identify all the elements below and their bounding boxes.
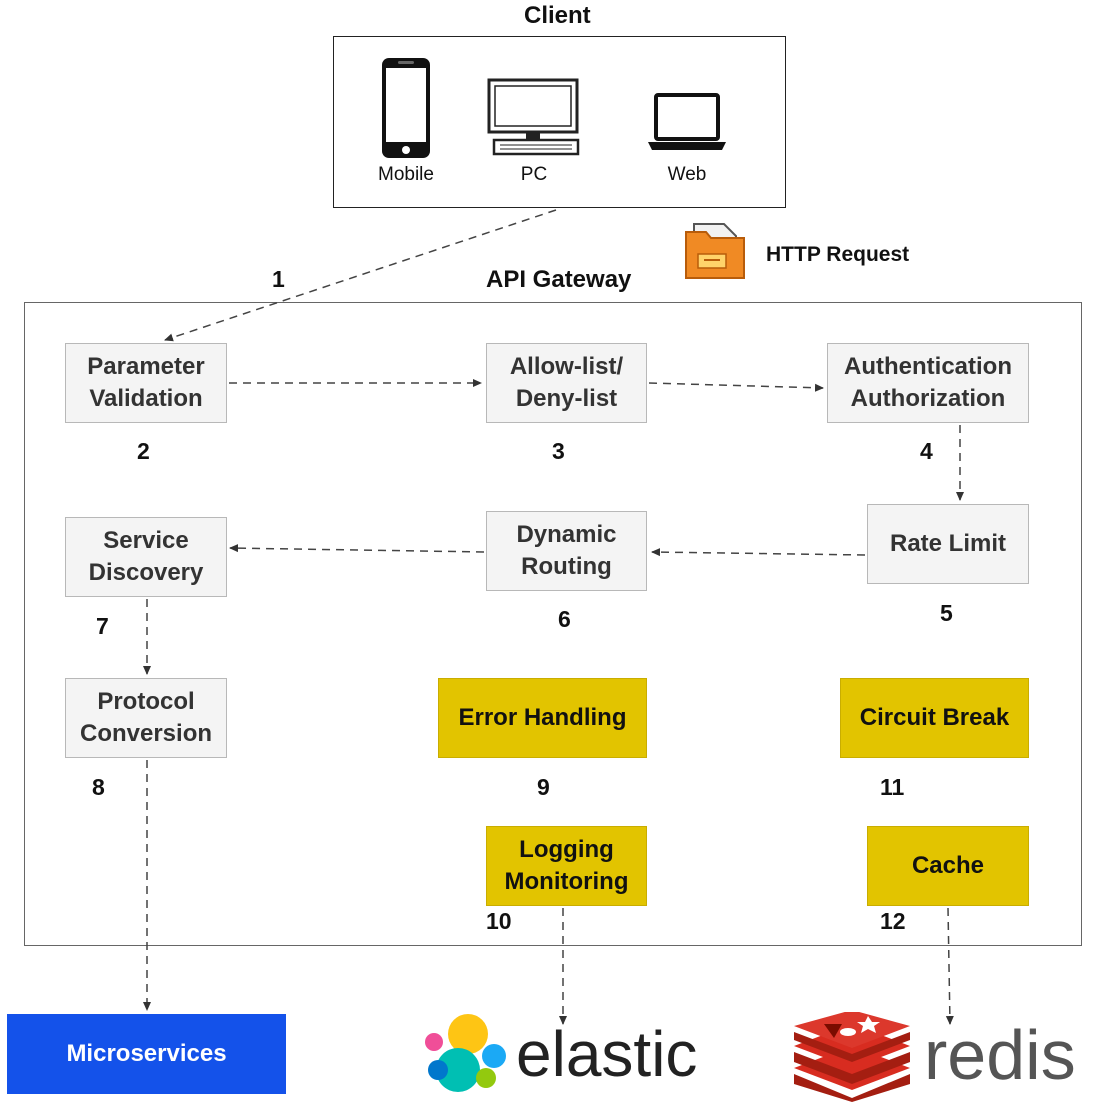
- arrow-allowlist-to-auth: [648, 382, 824, 392]
- arrow-routing-to-discovery: [229, 544, 485, 553]
- step-number-12: 12: [880, 908, 906, 934]
- dynamic-routing-node: Dynamic Routing: [486, 511, 647, 591]
- step-number-9: 9: [537, 774, 550, 800]
- parameter-validation-node: Parameter Validation: [65, 343, 227, 423]
- desktop-pc-icon: [487, 78, 580, 156]
- step-number-11: 11: [880, 774, 905, 800]
- rate-limit-node: Rate Limit: [867, 504, 1029, 584]
- step-number-4: 4: [920, 438, 933, 464]
- mobile-phone-icon: [382, 58, 430, 158]
- step-number-3: 3: [552, 438, 565, 464]
- http-request-label: HTTP Request: [766, 243, 910, 266]
- microservices-box: Microservices: [7, 1014, 286, 1094]
- gateway-title: API Gateway: [486, 266, 632, 293]
- step-number-8: 8: [92, 774, 105, 800]
- logging-monitoring-node: Logging Monitoring: [486, 826, 647, 906]
- step-number-10: 10: [486, 908, 512, 934]
- laptop-icon: [648, 93, 726, 150]
- arrow-ratelimit-to-routing: [651, 548, 866, 557]
- authentication-authorization-node: Authentication Authorization: [827, 343, 1029, 423]
- step-number-1: 1: [272, 266, 285, 292]
- circuit-break-node: Circuit Break: [840, 678, 1029, 758]
- protocol-conversion-node: Protocol Conversion: [65, 678, 227, 758]
- step-number-2: 2: [137, 438, 150, 464]
- arrow-cache-to-redis: [945, 907, 954, 1025]
- folder-document-icon: [685, 223, 745, 279]
- step-number-7: 7: [96, 613, 109, 639]
- allow-deny-list-node: Allow-list/ Deny-list: [486, 343, 647, 423]
- redis-wordmark: redis: [924, 1016, 1076, 1094]
- arrow-client-to-validation: [164, 209, 557, 342]
- device-label-pc: PC: [520, 164, 548, 185]
- client-title: Client: [524, 2, 591, 29]
- service-discovery-node: Service Discovery: [65, 517, 227, 597]
- elastic-wordmark: elastic: [516, 1018, 698, 1090]
- elastic-logo-icon: [425, 1014, 506, 1092]
- device-label-web: Web: [667, 164, 707, 185]
- cache-node: Cache: [867, 826, 1029, 906]
- redis-logo-icon: [794, 1012, 910, 1102]
- step-number-6: 6: [558, 606, 571, 632]
- device-label-mobile: Mobile: [378, 164, 434, 185]
- step-number-5: 5: [940, 600, 953, 626]
- error-handling-node: Error Handling: [438, 678, 647, 758]
